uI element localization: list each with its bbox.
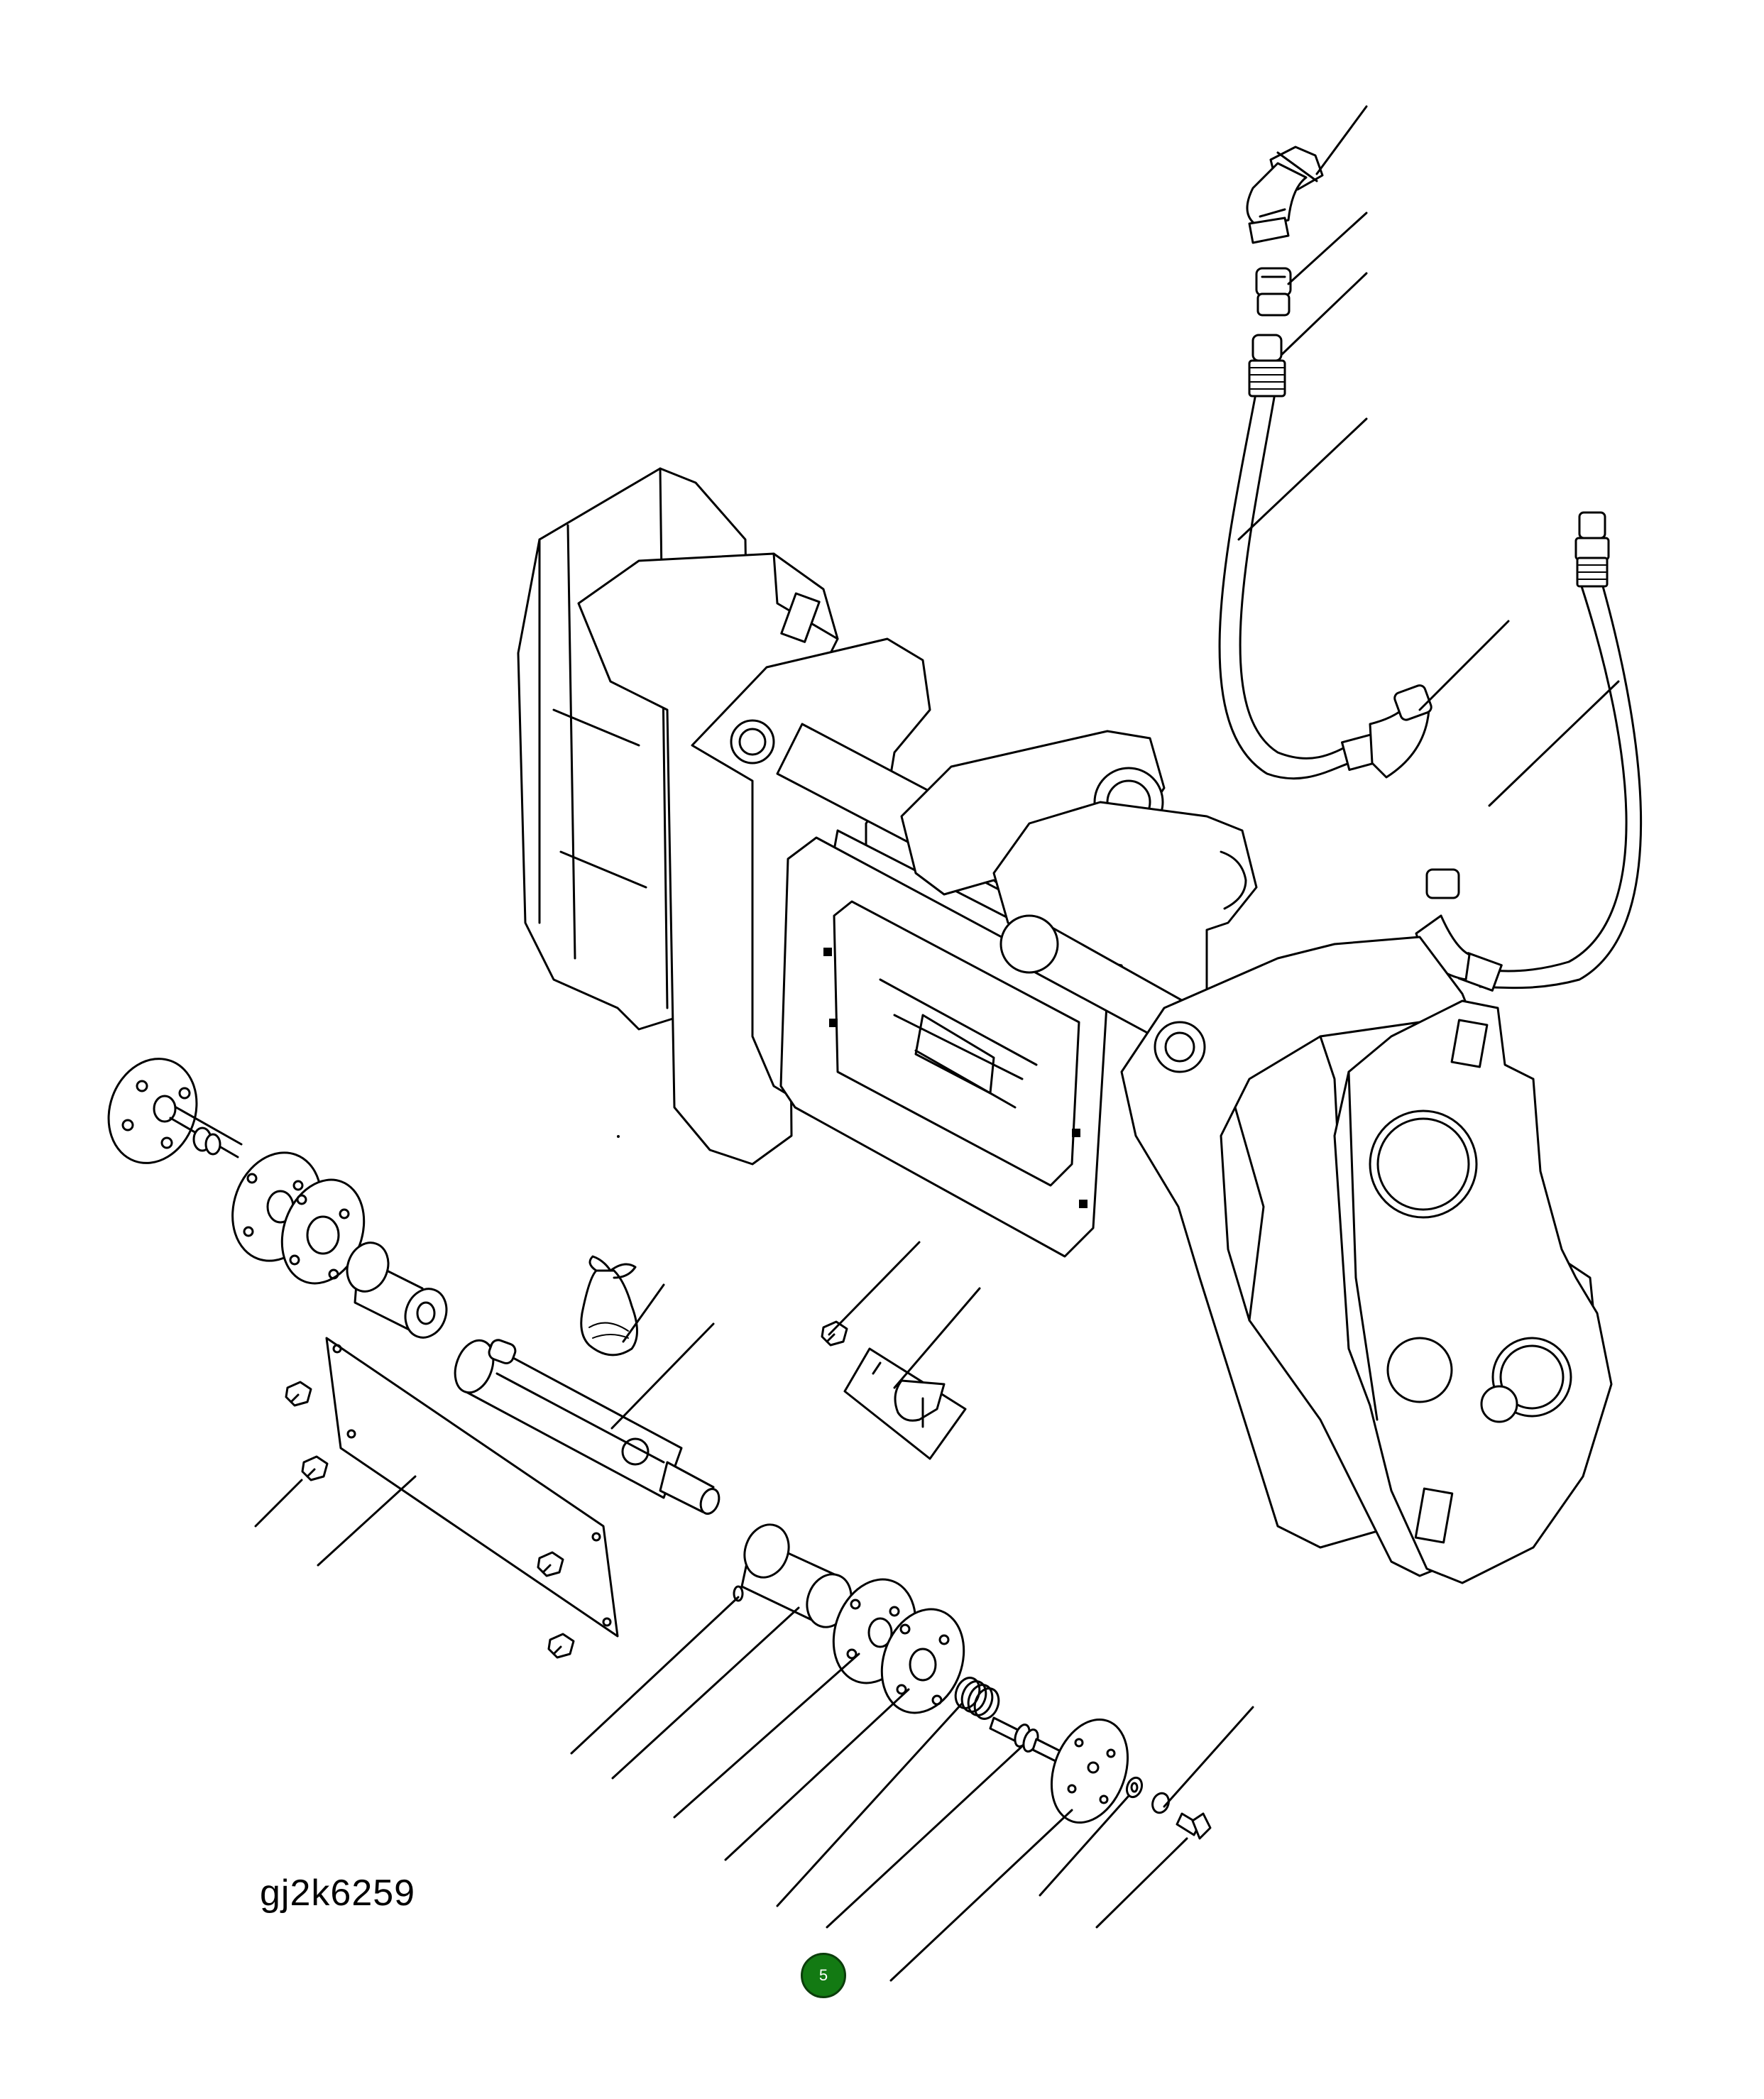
leader-line [1095, 1837, 1188, 1929]
leader-line [622, 1283, 665, 1343]
callout-5-button[interactable]: 5 [801, 1953, 846, 1998]
adapter-fitting-icon [1255, 267, 1292, 317]
hydraulic-hose-upper-icon [1218, 396, 1432, 780]
leader-line [1039, 1794, 1130, 1897]
elbow-fitting-icon [1246, 146, 1324, 244]
coupler-frame-icon [517, 467, 1613, 1584]
end-flange-right-icon [1050, 1718, 1129, 1824]
leader-line [724, 1688, 910, 1861]
leader-line [254, 1479, 303, 1528]
bolt-icon [1176, 1812, 1212, 1840]
lock-cylinder-icon [454, 1339, 721, 1515]
leader-line [611, 1606, 800, 1780]
lock-pin-icon [989, 1716, 1066, 1765]
leader-line [1287, 212, 1368, 285]
stray-mark [617, 1135, 620, 1138]
spring-icon [954, 1677, 1000, 1720]
leader-line [889, 1809, 1073, 1982]
hydraulic-hose-lower-icon [1415, 511, 1643, 992]
leader-line [1163, 1706, 1254, 1808]
bolt-icon [285, 1320, 848, 1659]
bushing-icon [346, 1242, 448, 1339]
bushing-icon [733, 1523, 853, 1628]
drawing-code: gj2k6259 [260, 1873, 416, 1914]
leader-line [317, 1475, 417, 1567]
leader-line [673, 1653, 860, 1819]
leader-line [1418, 620, 1510, 711]
leader-line [570, 1596, 740, 1755]
leader-line [1488, 680, 1620, 807]
spacer-disc-icon [231, 1151, 366, 1285]
hose-fitting-icon [1248, 334, 1286, 398]
leader-line [826, 1745, 1024, 1929]
end-flange-left-icon [107, 1058, 243, 1164]
leader-line [610, 1322, 715, 1430]
clip-bracket-icon [843, 1347, 967, 1460]
grease-bag-icon [580, 1255, 638, 1357]
leader-line [893, 1287, 981, 1389]
leader-line [1280, 272, 1368, 356]
leader-line [1315, 105, 1368, 175]
leader-line [1237, 417, 1368, 541]
leader-line [776, 1702, 963, 1907]
leader-line [828, 1241, 921, 1336]
washer-icon [1125, 1776, 1170, 1814]
